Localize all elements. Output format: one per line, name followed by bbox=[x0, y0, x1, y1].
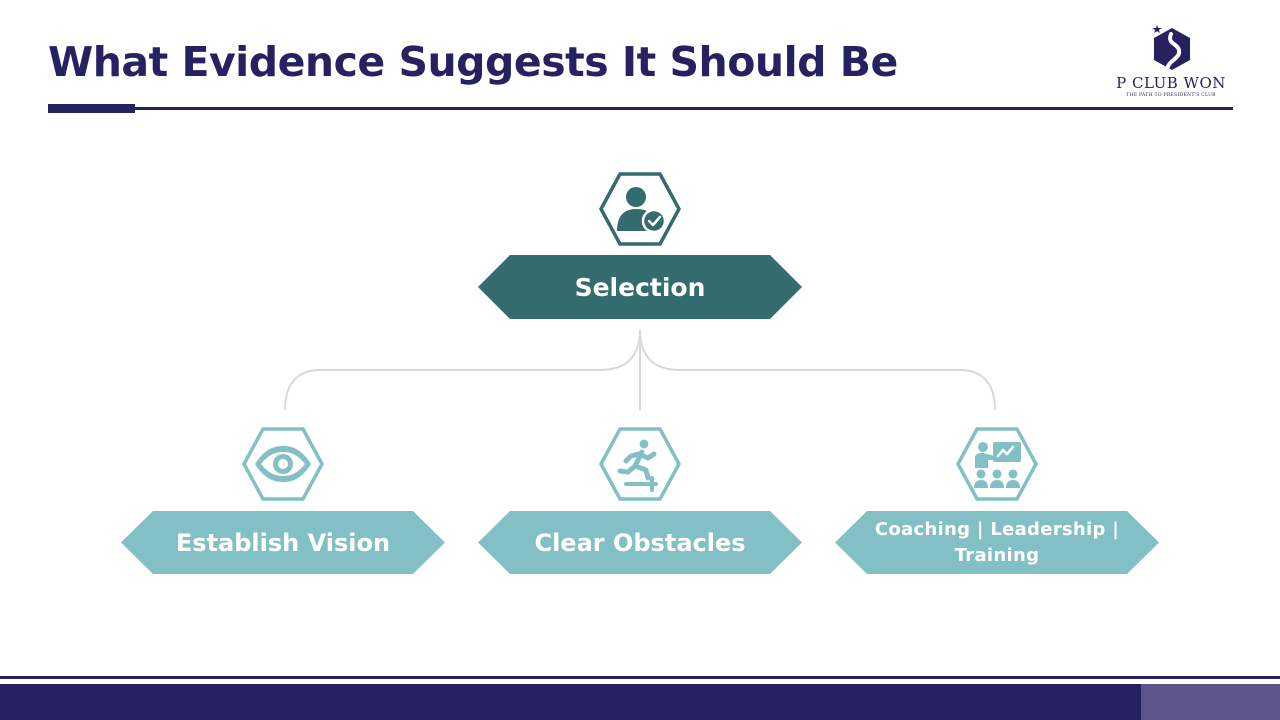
footer-band bbox=[0, 684, 1141, 720]
logo-tagline: THE PATH TO PRESIDENT'S CLUB bbox=[1126, 93, 1216, 98]
title-underline-accent bbox=[48, 104, 135, 113]
coaching-hexagon bbox=[955, 426, 1039, 502]
running-hurdle-icon bbox=[617, 439, 658, 492]
slide-title: What Evidence Suggests It Should Be bbox=[48, 38, 898, 86]
selection-hexagon bbox=[598, 171, 682, 247]
selection-banner: Selection bbox=[478, 255, 802, 319]
connector-right bbox=[639, 329, 996, 411]
selection-label: Selection bbox=[574, 272, 706, 302]
logo-wordmark: P CLUB WON bbox=[1116, 74, 1226, 92]
coaching-leadership-training-banner: Coaching | Leadership | Training bbox=[835, 511, 1159, 574]
road-hexagon-logo-icon bbox=[1152, 25, 1190, 71]
clear-obstacles-hexagon bbox=[598, 426, 682, 502]
person-check-icon bbox=[617, 187, 667, 234]
eye-icon bbox=[255, 446, 311, 482]
presentation-group-icon bbox=[974, 442, 1021, 488]
title-underline bbox=[48, 107, 1233, 110]
clear-obstacles-label: Clear Obstacles bbox=[534, 528, 746, 557]
company-logo: P CLUB WON THE PATH TO PRESIDENT'S CLUB bbox=[1106, 20, 1236, 100]
establish-vision-banner: Establish Vision bbox=[121, 511, 445, 574]
footer-rule bbox=[0, 676, 1280, 679]
footer-accent-block bbox=[1141, 684, 1280, 720]
establish-vision-hexagon bbox=[241, 426, 325, 502]
clear-obstacles-banner: Clear Obstacles bbox=[478, 511, 802, 574]
connector-left bbox=[284, 329, 641, 411]
establish-vision-label: Establish Vision bbox=[175, 528, 391, 557]
coaching-leadership-training-label: Coaching | Leadership | Training bbox=[874, 518, 1120, 566]
